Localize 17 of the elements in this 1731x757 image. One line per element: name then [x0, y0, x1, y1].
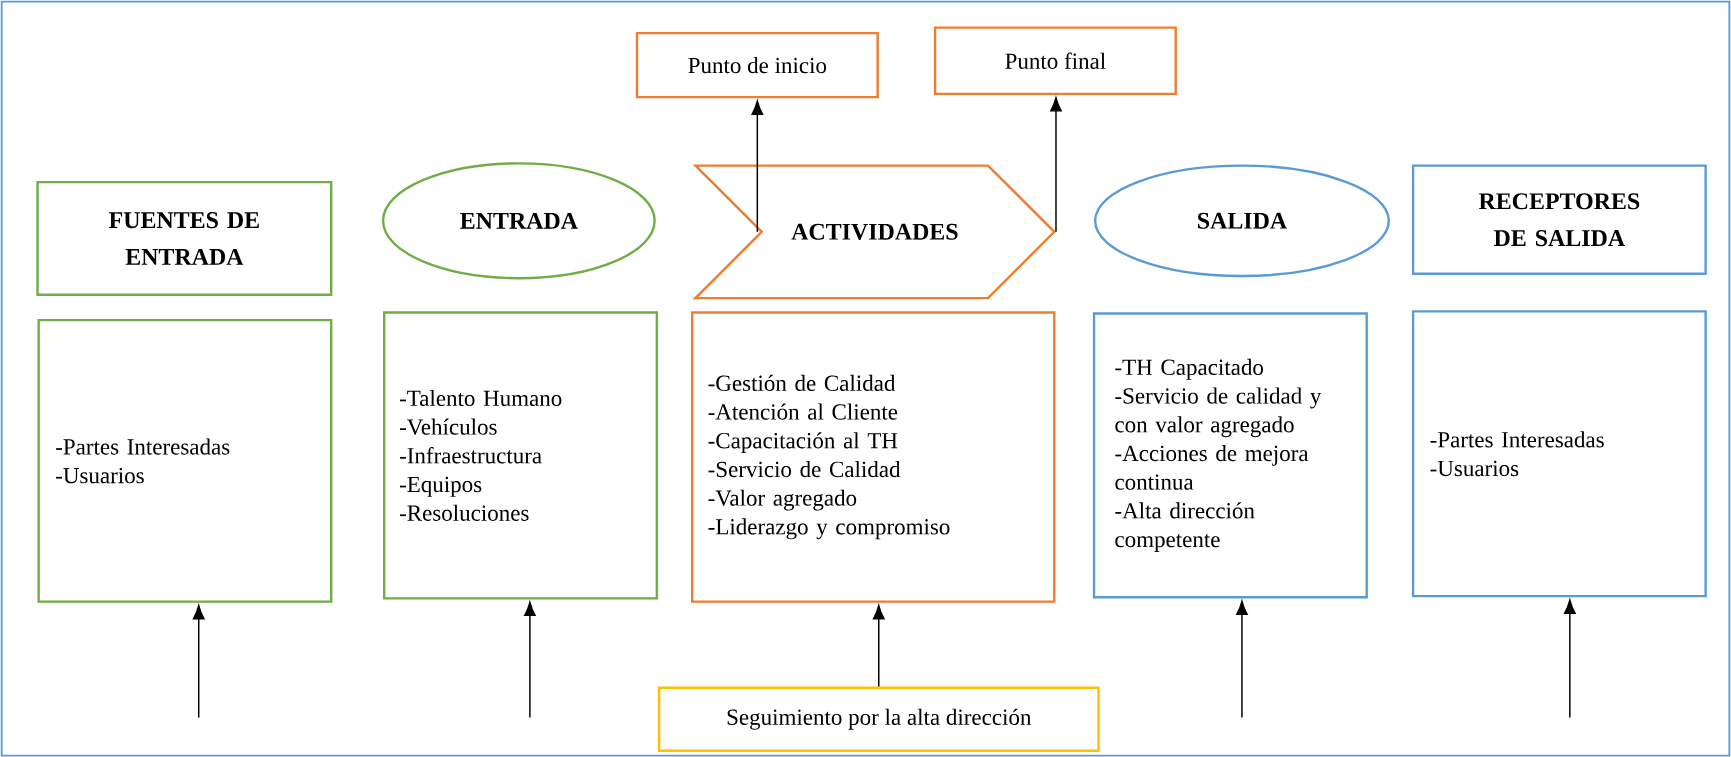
arrow — [192, 604, 205, 719]
note-box: Seguimiento por la alta dirección — [657, 686, 1100, 752]
arrow — [751, 100, 764, 233]
heading-box: FUENTES DE ENTRADA — [36, 180, 333, 296]
label-box: Punto final — [933, 26, 1177, 95]
list-box: -Partes Interesadas -Usuarios — [37, 318, 333, 603]
list-box: -Talento Humano -Vehículos -Infraestructura -Equipos -Resoluciones — [383, 311, 659, 600]
heading-box: RECEPTORES DE SALIDA — [1411, 164, 1707, 275]
list-box: -Gestión de Calidad -Atención al Cliente -Capacitación al TH -Servicio de Calidad -Valor agregado -Liderazgo y compromiso — [691, 311, 1056, 603]
list-box: -Partes Interesadas -Usuarios — [1411, 309, 1707, 598]
arrow — [524, 601, 536, 719]
list-box: -TH Capacitado -Servicio de calidad y con valor agregado -Acciones de mejora continua -Alta dirección competente — [1092, 312, 1368, 599]
arrow — [1236, 600, 1248, 719]
arrow — [1563, 599, 1576, 719]
arrow — [872, 604, 885, 688]
arrow — [1050, 97, 1062, 233]
label-box: Punto de inicio — [635, 31, 879, 99]
